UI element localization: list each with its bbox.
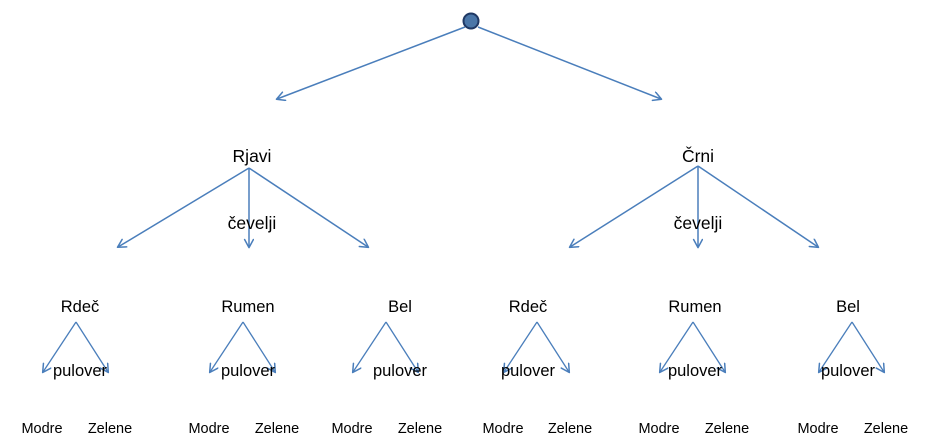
edge-rjavi-to-bel: [248, 167, 368, 247]
edge-pulover6-to-zelene: [851, 321, 884, 372]
edge-rjavi-to-rdec: [118, 167, 250, 247]
edge-pulover2-to-zelene: [242, 321, 275, 372]
edges-crni-to-pulovers: [570, 165, 818, 247]
edge-pulover4-to-modre: [504, 321, 538, 372]
edges-rjavi-to-pulovers: [118, 167, 368, 247]
edges-pulovers-to-hlace: [43, 321, 884, 372]
edge-pulover1-to-zelene: [75, 321, 108, 372]
edge-crni-to-rdec: [570, 165, 699, 247]
edges-level0-to-level1: [277, 26, 661, 99]
root-node-circle[interactable]: [462, 12, 480, 30]
edge-root-to-rjavi: [277, 26, 466, 99]
edge-pulover5-to-zelene: [692, 321, 725, 372]
edge-pulover6-to-modre: [819, 321, 853, 372]
edge-root-to-crni: [477, 26, 661, 99]
edge-crni-to-bel: [697, 165, 818, 247]
edge-pulover4-to-zelene: [536, 321, 569, 372]
edge-pulover5-to-modre: [660, 321, 694, 372]
edge-pulover2-to-modre: [210, 321, 244, 372]
edge-pulover3-to-modre: [353, 321, 387, 372]
edge-pulover3-to-zelene: [385, 321, 418, 372]
edge-pulover1-to-modre: [43, 321, 77, 372]
